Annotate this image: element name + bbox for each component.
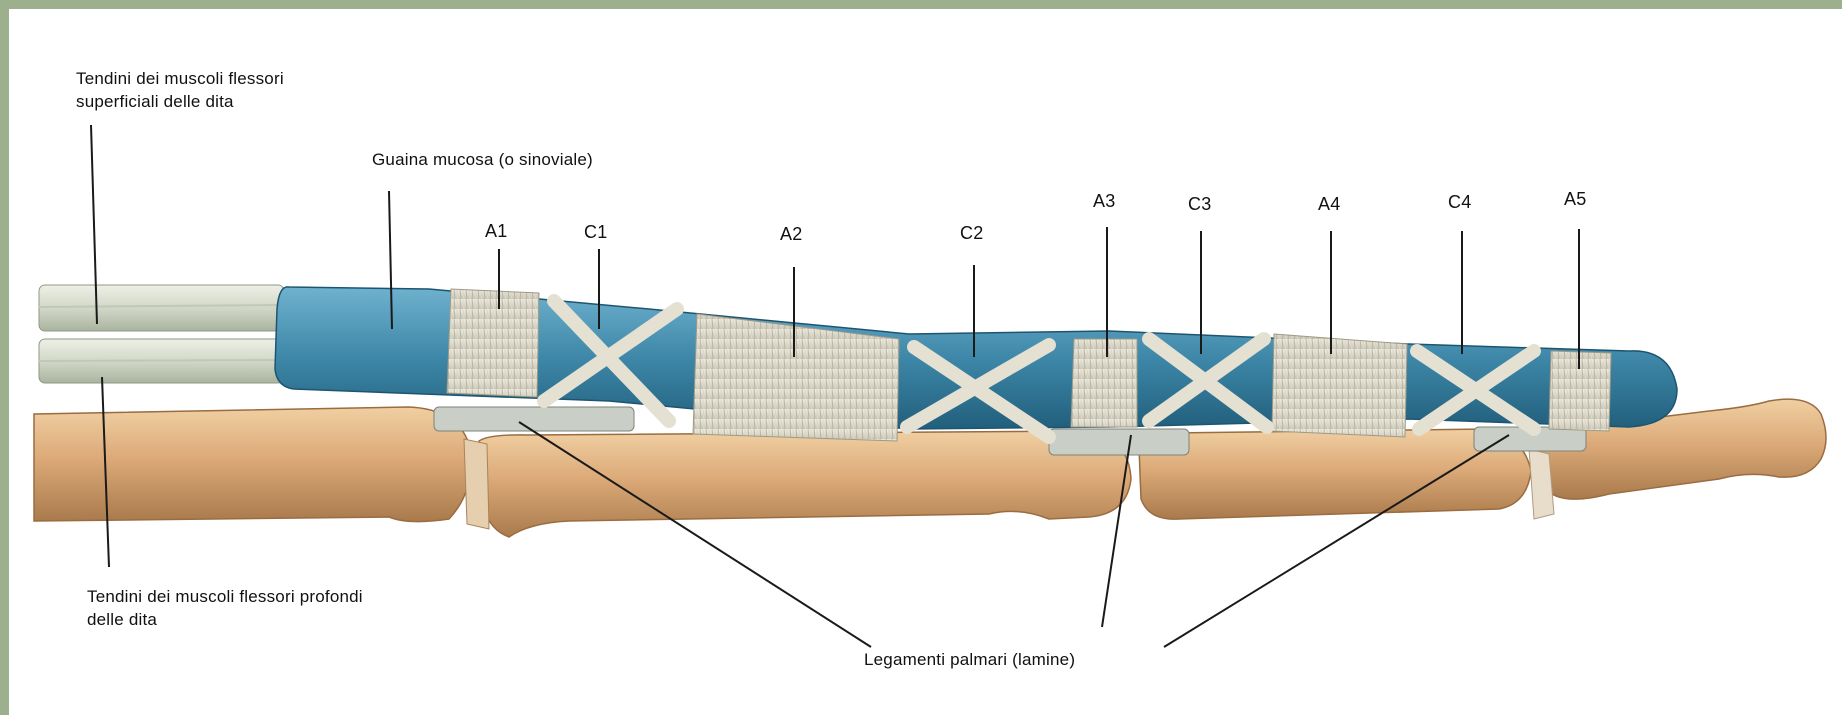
proximal-phalanx-bone xyxy=(479,431,1131,537)
pulley-A3 xyxy=(1071,339,1137,427)
deep-tendons-label-line2: delle dita xyxy=(87,609,157,630)
deep-tendons-label-line1: Tendini dei muscoli flessori profondi xyxy=(87,586,363,607)
pulley-label-C4: C4 xyxy=(1448,192,1471,213)
pulley-A4 xyxy=(1272,334,1407,437)
finger-flexor-illustration xyxy=(9,9,1842,715)
pulley-A1 xyxy=(447,289,539,397)
pulley-label-A1: A1 xyxy=(485,221,507,242)
pulley-label-A3: A3 xyxy=(1093,191,1115,212)
palmar-ligaments-label: Legamenti palmari (lamine) xyxy=(864,649,1075,670)
pulley-label-C2: C2 xyxy=(960,223,983,244)
diagram-frame: Tendini dei muscoli flessori superficial… xyxy=(9,9,1842,715)
flexor-tendons xyxy=(39,285,284,383)
pulley-label-A2: A2 xyxy=(780,224,802,245)
superficial-tendon xyxy=(39,285,284,331)
pulley-label-C3: C3 xyxy=(1188,194,1211,215)
metacarpal-bone xyxy=(34,407,470,522)
middle-phalanx-bone xyxy=(1139,429,1531,519)
superficial-tendons-label-line1: Tendini dei muscoli flessori xyxy=(76,68,284,89)
pulley-label-C1: C1 xyxy=(584,222,607,243)
pulley-label-A4: A4 xyxy=(1318,194,1340,215)
superficial-tendons-label-line2: superficiali delle dita xyxy=(76,91,234,112)
synovial-sheath-label: Guaina mucosa (o sinoviale) xyxy=(372,149,593,170)
pulley-label-A5: A5 xyxy=(1564,189,1586,210)
